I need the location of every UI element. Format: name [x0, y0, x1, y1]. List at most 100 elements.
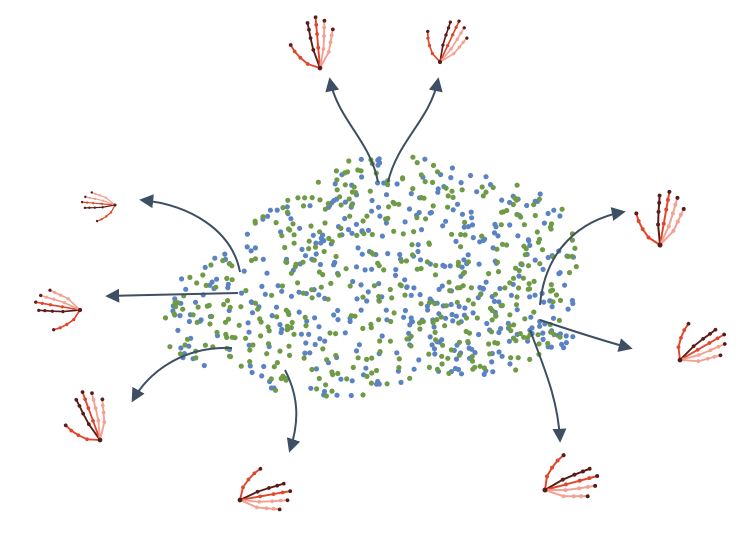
embedding-point: [241, 268, 247, 274]
embedding-point: [283, 377, 289, 383]
embedding-point: [440, 262, 446, 268]
embedding-point: [300, 203, 307, 209]
embedding-point: [308, 223, 314, 229]
pose-arrows: [105, 77, 633, 453]
embedding-point: [490, 184, 496, 191]
embedding-point: [513, 265, 519, 271]
embedding-point: [260, 214, 266, 220]
embedding-point: [556, 317, 563, 323]
embedding-point: [550, 299, 556, 305]
embedding-point: [446, 370, 452, 376]
embedding-point: [432, 351, 438, 357]
embedding-point: [415, 248, 421, 255]
embedding-point: [514, 294, 520, 300]
embedding-point: [272, 387, 279, 393]
embedding-point: [495, 269, 502, 275]
embedding-point: [468, 209, 474, 215]
embedding-point: [360, 325, 366, 331]
embedding-point: [285, 197, 291, 203]
embedding-point: [194, 280, 200, 286]
embedding-point: [333, 331, 339, 337]
embedding-point: [411, 366, 417, 372]
embedding-point: [496, 299, 502, 305]
embedding-point: [334, 392, 340, 398]
embedding-point: [224, 275, 230, 281]
embedding-point: [440, 223, 446, 229]
embedding-point: [525, 335, 531, 341]
embedding-point: [225, 316, 232, 322]
embedding-point: [388, 318, 394, 325]
embedding-point: [300, 290, 306, 296]
embedding-point: [557, 270, 563, 276]
embedding-point: [360, 392, 366, 398]
embedding-point: [409, 252, 416, 258]
embedding-point: [483, 189, 489, 195]
embedding-point: [200, 272, 206, 278]
embedding-point: [267, 207, 273, 213]
embedding-point: [465, 297, 471, 303]
embedding-point: [331, 312, 337, 318]
embedding-point: [334, 177, 340, 183]
embedding-point: [314, 386, 320, 392]
embedding-point: [391, 228, 397, 234]
embedding-point: [309, 287, 315, 293]
embedding-point: [432, 300, 438, 307]
embedding-point: [343, 266, 349, 272]
embedding-point: [379, 333, 385, 339]
embedding-point: [333, 352, 339, 359]
embedding-point: [468, 285, 474, 291]
embedding-point: [381, 267, 387, 273]
embedding-point: [548, 329, 554, 335]
embedding-point: [280, 373, 286, 379]
embedding-point: [486, 271, 492, 277]
embedding-point: [410, 154, 416, 160]
embedding-point: [393, 267, 399, 273]
embedding-point: [162, 315, 169, 321]
embedding-point: [225, 298, 231, 304]
embedding-point: [479, 233, 485, 239]
embedding-point: [178, 345, 184, 351]
embedding-point: [269, 292, 275, 298]
embedding-point: [274, 314, 280, 320]
embedding-point: [540, 330, 546, 336]
embedding-point: [508, 355, 514, 361]
embedding-point: [335, 317, 341, 323]
embedding-point: [525, 263, 532, 269]
embedding-point: [401, 314, 407, 320]
embedding-point: [342, 199, 348, 205]
embedding-point: [445, 355, 451, 361]
embedding-point: [398, 283, 404, 289]
embedding-point: [506, 323, 512, 329]
embedding-point: [194, 319, 200, 325]
embedding-point: [446, 279, 452, 285]
embedding-point: [337, 194, 343, 200]
embedding-point: [353, 348, 360, 354]
embedding-point: [438, 314, 444, 320]
embedding-point: [193, 355, 199, 361]
embedding-point: [364, 213, 370, 219]
embedding-point: [440, 342, 446, 348]
embedding-point: [397, 251, 403, 258]
embedding-point: [354, 232, 360, 238]
embedding-point: [315, 179, 321, 185]
embedding-point: [247, 359, 253, 365]
embedding-point: [320, 346, 326, 352]
embedding-point: [375, 378, 381, 385]
embedding-point: [480, 285, 486, 291]
embedding-point: [353, 221, 359, 227]
embedding-point: [469, 222, 476, 228]
embedding-point: [450, 194, 456, 200]
arrow-lower-left: [131, 346, 233, 403]
embedding-point: [502, 285, 508, 291]
embedding-point: [495, 233, 501, 239]
embedding-point: [507, 222, 513, 228]
embedding-point: [431, 324, 437, 330]
embedding-point: [383, 192, 390, 198]
arrow-top-left: [325, 77, 379, 183]
embedding-point: [326, 235, 332, 241]
embedding-point: [271, 364, 277, 370]
embedding-point: [351, 184, 357, 190]
hand-skeleton-icon: [80, 191, 117, 223]
embedding-point: [536, 341, 542, 347]
embedding-point: [449, 188, 455, 194]
